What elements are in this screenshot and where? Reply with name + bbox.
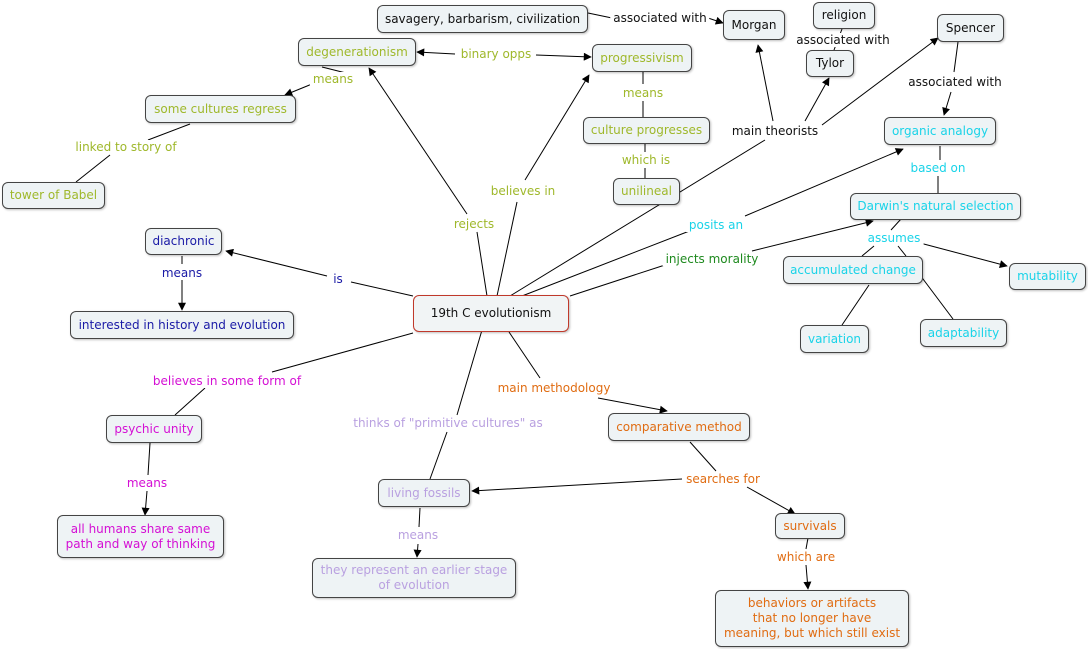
node-degenerationism[interactable]: degenerationism — [298, 38, 416, 66]
node-adaptability[interactable]: adaptability — [920, 319, 1007, 347]
link-savagery-label — [587, 12, 613, 19]
link-assumes-mutability — [919, 242, 1008, 269]
label-linked-to-story-of: linked to story of — [72, 140, 180, 154]
node-19th-c-evolutionism[interactable]: 19th C evolutionism — [413, 295, 569, 332]
node-savagery-barbarism-civilization[interactable]: savagery, barbarism, civilization — [377, 5, 588, 33]
node-variation[interactable]: variation — [800, 325, 869, 353]
link-fossils-means — [418, 507, 421, 528]
link-believes-some-psychic — [174, 387, 206, 416]
link-root-is — [350, 281, 414, 297]
label-thinks-of-primitive-cultures: thinks of "primitive cultures" as — [350, 416, 546, 430]
link-regress-linked — [147, 123, 191, 141]
link-whichare-behaviors — [803, 564, 812, 590]
link-darwin-assumes — [890, 218, 902, 231]
label-assumes: assumes — [864, 231, 924, 245]
label-associated-with-spencer: associated with — [905, 75, 1005, 89]
node-spencer[interactable]: Spencer — [937, 14, 1004, 42]
link-searches-fossils — [471, 478, 683, 495]
link-root-theorists — [509, 139, 766, 297]
link-root-mainmethod — [508, 331, 541, 379]
label-means-psychic: means — [123, 476, 171, 490]
link-means-regress — [284, 83, 313, 96]
link-mainmethod-comparative — [597, 397, 668, 414]
link-linked-babel — [75, 154, 111, 183]
label-means-diachronic: means — [158, 266, 206, 280]
link-root-posits — [521, 229, 693, 297]
link-posits-organic — [744, 148, 904, 217]
link-survivals-whichare — [805, 537, 809, 550]
link-assumes-accum — [861, 245, 875, 257]
node-some-cultures-regress[interactable]: some cultures regress — [145, 95, 296, 123]
node-darwins-natural-selection[interactable]: Darwin's natural selection — [850, 193, 1021, 220]
label-is: is — [330, 272, 346, 286]
node-religion[interactable]: religion — [813, 2, 875, 29]
link-means-earlier — [413, 543, 422, 558]
link-label-morgan — [707, 16, 724, 25]
node-tower-of-babel[interactable]: tower of Babel — [2, 182, 105, 209]
label-which-is: which is — [618, 153, 674, 167]
link-accum-variation — [841, 284, 870, 326]
label-binary-opps: binary opps — [457, 47, 535, 61]
label-believes-in-some-form-of: believes in some form of — [149, 374, 305, 388]
link-searches-survivals — [746, 486, 796, 515]
label-posits-an: posits an — [685, 218, 747, 232]
label-means-fossils: means — [394, 528, 442, 542]
link-theorists-morgan — [755, 44, 774, 122]
label-associated-with-tylor: associated with — [793, 33, 893, 47]
link-root-believes-some — [271, 332, 414, 373]
link-thinks-fossils — [429, 431, 448, 480]
link-comparative-searches — [689, 441, 717, 472]
label-associated-with-morgan: associated with — [610, 11, 710, 25]
node-mutability[interactable]: mutability — [1009, 263, 1086, 290]
node-all-humans-share[interactable]: all humans share same path and way of th… — [57, 515, 224, 558]
label-based-on: based on — [907, 161, 969, 175]
link-binary-right — [535, 52, 592, 61]
label-main-theorists: main theorists — [728, 124, 822, 138]
label-means-degenerationism: means — [309, 72, 357, 86]
label-rejects: rejects — [450, 217, 498, 231]
node-behaviors-or-artifacts[interactable]: behaviors or artifacts that no longer ha… — [715, 590, 909, 647]
label-which-are: which are — [773, 550, 839, 564]
link-root-believes — [496, 201, 518, 297]
link-binary-left — [416, 48, 456, 57]
link-root-rejects — [476, 231, 488, 297]
node-interested-in-history[interactable]: interested in history and evolution — [70, 311, 294, 339]
node-earlier-stage[interactable]: they represent an earlier stage of evolu… — [312, 558, 516, 598]
label-searches-for: searches for — [683, 472, 763, 486]
link-accum-adapt — [919, 274, 954, 320]
node-comparative-method[interactable]: comparative method — [608, 413, 750, 441]
node-morgan[interactable]: Morgan — [723, 10, 785, 40]
label-injects-morality: injects morality — [662, 252, 762, 266]
node-living-fossils[interactable]: living fossils — [378, 479, 470, 507]
link-root-injects — [569, 263, 669, 297]
link-spencer-label — [953, 41, 959, 73]
link-is-diachronic — [225, 248, 328, 277]
node-unilineal[interactable]: unilineal — [613, 178, 680, 205]
link-assumes-adapt — [897, 245, 907, 257]
link-theorists-tylor — [804, 77, 830, 122]
node-survivals[interactable]: survivals — [775, 513, 845, 539]
node-culture-progresses[interactable]: culture progresses — [583, 117, 710, 144]
label-means-progressivism: means — [619, 86, 667, 100]
link-psychic-means — [147, 442, 151, 476]
link-injects-darwin — [751, 218, 874, 252]
node-diachronic[interactable]: diachronic — [145, 228, 222, 255]
link-means-allhumans — [141, 490, 150, 516]
link-believes-prog — [524, 74, 590, 181]
link-rejects-degen — [368, 67, 468, 215]
link-root-thinks — [456, 329, 483, 416]
node-organic-analogy[interactable]: organic analogy — [884, 117, 996, 145]
node-psychic-unity[interactable]: psychic unity — [106, 415, 202, 443]
node-progressivism[interactable]: progressivism — [592, 44, 692, 72]
node-tylor[interactable]: Tylor — [806, 50, 854, 77]
node-accumulated-change[interactable]: accumulated change — [783, 256, 923, 284]
link-label-organic — [942, 91, 952, 116]
label-main-methodology: main methodology — [494, 381, 614, 395]
link-theorists-spencer — [821, 37, 939, 126]
label-believes-in: believes in — [487, 184, 559, 198]
